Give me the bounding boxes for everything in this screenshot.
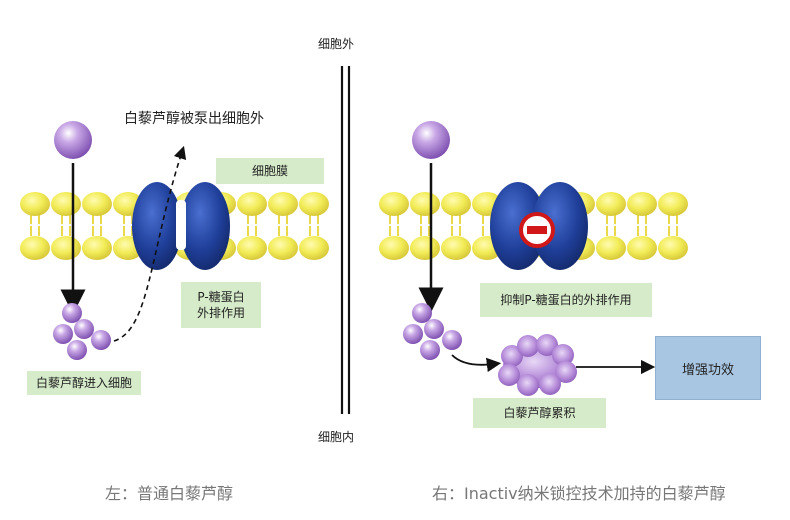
efflux-label: 白藜芦醇被泵出细胞外 [124, 111, 264, 127]
lipid-head [82, 192, 112, 216]
lipid-head [379, 236, 409, 260]
membrane-divider [340, 66, 351, 414]
lipid-head [596, 236, 626, 260]
lipid-head [268, 192, 298, 216]
dashed-arrow-icon [113, 145, 187, 342]
membrane-label: 细胞膜 [216, 158, 324, 184]
resveratrol-molecule-left [54, 121, 92, 159]
right-caption: 右：Inactiv纳米锁控技术加持的白藜芦醇 [432, 484, 726, 503]
lipid-head [658, 236, 688, 260]
curved-arrow-icon [451, 354, 502, 373]
lipid-head [268, 236, 298, 260]
p-glycoprotein-left [132, 182, 230, 270]
extracellular-label: 细胞外 [318, 37, 355, 51]
lipid-head [299, 192, 329, 216]
lipid-head [379, 192, 409, 216]
resveratrol-cluster-left [53, 303, 111, 360]
lipid-head [410, 192, 440, 216]
lipid-head [596, 192, 626, 216]
inhibit-label: 抑制P-糖蛋白的外排作用 [480, 283, 652, 317]
resveratrol-molecule-right [412, 121, 450, 159]
lipid-head [441, 192, 471, 216]
lipid-head [627, 236, 657, 260]
pgp-efflux-label: P-糖蛋白 外排作用 [181, 282, 261, 328]
lipid-head [20, 192, 50, 216]
lipid-head [82, 236, 112, 260]
accumulate-label: 白藜芦醇累积 [473, 398, 606, 428]
lipid-head [237, 236, 267, 260]
lipid-head [441, 236, 471, 260]
intracellular-label: 细胞内 [318, 430, 355, 444]
lipid-head [20, 236, 50, 260]
resveratrol-accumulation-cloud [498, 334, 577, 396]
left-caption: 左：普通白藜芦醇 [105, 484, 234, 503]
lipid-head [51, 192, 81, 216]
lipid-head [237, 192, 267, 216]
lipid-head [658, 192, 688, 216]
lipid-head [410, 236, 440, 260]
resveratrol-cluster-right [403, 303, 462, 360]
lipid-head [299, 236, 329, 260]
enter-cell-label: 白藜芦醇进入细胞 [27, 371, 141, 395]
inhibit-icon [519, 212, 555, 248]
enhance-effect-box: 增强功效 [655, 336, 761, 400]
lipid-head [51, 236, 81, 260]
p-glycoprotein-right [490, 182, 588, 270]
lipid-head [627, 192, 657, 216]
